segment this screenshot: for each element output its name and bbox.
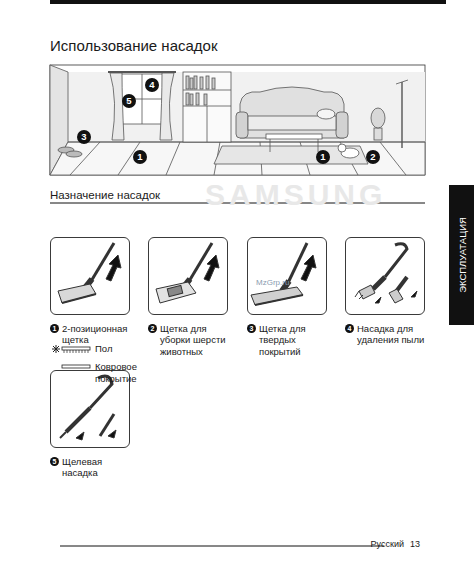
attachment-caption: Щелевая насадка xyxy=(62,456,136,479)
callout-number: 3 xyxy=(77,130,91,144)
callout-number: 4 xyxy=(345,324,354,333)
legend-text: Пол xyxy=(95,343,145,355)
callout-number: 3 xyxy=(247,324,256,333)
attachment-caption: Щетка для уборки шерсти животных xyxy=(160,323,234,357)
brush-mode-symbol xyxy=(52,344,92,354)
watermark: MzGrp.ru xyxy=(256,278,289,287)
brush-illustration xyxy=(58,243,121,303)
attachment-caption: 2-позиционная щетка xyxy=(62,323,136,346)
attachment-caption: Щетка для твердых покрытий xyxy=(259,323,333,357)
callout-number: 1 xyxy=(50,324,59,333)
callout-number: 1 xyxy=(133,150,147,164)
crevice-tool-illustration xyxy=(60,376,116,440)
legend-text: Ковровое покрытие xyxy=(95,361,145,385)
page-number: 13 xyxy=(410,539,420,549)
hard-floor-brush-illustration xyxy=(251,243,316,305)
attachment-panel: 2-позиционная щетка xyxy=(50,237,130,315)
dusting-brush-illustration xyxy=(355,244,417,303)
section-tab: ЭКСПЛУАТАЦИЯ xyxy=(456,217,467,293)
attachment-panel: Насадка для удаления пыли xyxy=(345,237,425,315)
callout-number: 5 xyxy=(50,457,59,466)
room-illustration xyxy=(50,65,425,175)
attachment-panel: Щетка для твердых покрытий xyxy=(247,237,327,315)
callout-number: 2 xyxy=(148,324,157,333)
callout-number: 4 xyxy=(145,78,159,92)
watermark: SAMSUNG xyxy=(205,178,386,212)
callout-number: 2 xyxy=(366,150,380,164)
section-heading: Назначение насадок xyxy=(50,189,160,201)
page-title: Использование насадок xyxy=(50,37,217,54)
footer-language: Русский xyxy=(348,539,404,549)
callout-number: 5 xyxy=(122,94,136,108)
pet-brush-illustration xyxy=(156,243,219,303)
attachment-caption: Насадка для удаления пыли xyxy=(357,323,431,346)
attachment-panel: Щетка для уборки шерсти животных xyxy=(148,237,228,315)
callout-number: 1 xyxy=(316,150,330,164)
